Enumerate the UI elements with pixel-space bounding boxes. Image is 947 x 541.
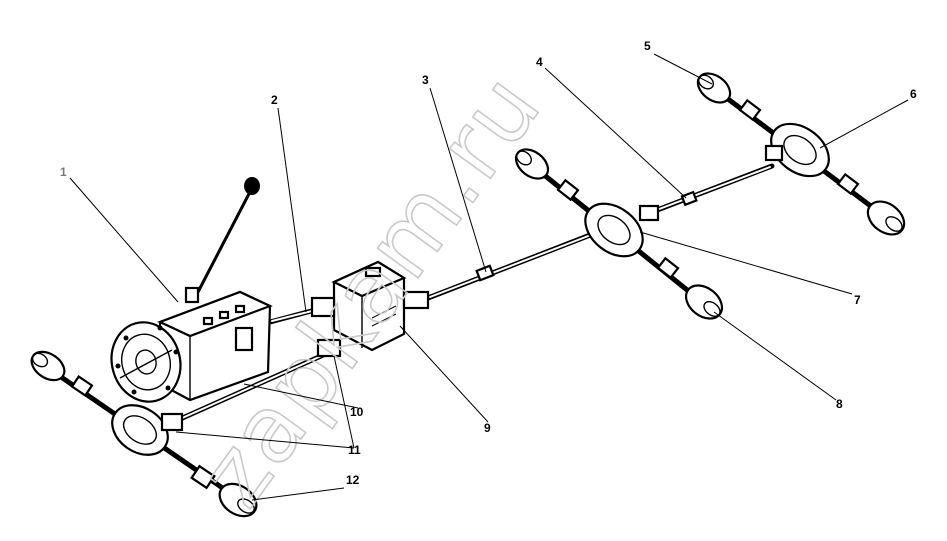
propeller-shaft-to-middle-axle (425, 229, 601, 301)
leader-line-2 (277, 107, 307, 313)
callout-4: 4 (536, 55, 543, 69)
callout-3: 3 (422, 73, 429, 87)
transfer-case (310, 260, 430, 358)
rear-drive-axle (696, 72, 906, 236)
leader-line-8 (713, 311, 837, 401)
leader-line-4 (544, 67, 687, 199)
leader-line-7 (639, 231, 853, 295)
callout-8: 8 (836, 397, 843, 411)
callout-10: 10 (350, 405, 364, 419)
callout-9: 9 (484, 421, 491, 435)
leader-line-1 (69, 177, 179, 303)
middle-drive-axle (514, 148, 724, 320)
front-drive-axle (30, 350, 258, 518)
leader-line-6 (819, 99, 909, 149)
callout-12: 12 (346, 473, 360, 487)
callout-lines (69, 53, 909, 501)
leader-line-12 (251, 487, 345, 501)
callout-5: 5 (644, 39, 651, 53)
callout-1: 1 (60, 165, 67, 179)
callout-2: 2 (271, 93, 278, 107)
leader-line-5 (653, 53, 713, 85)
callout-11: 11 (348, 443, 361, 457)
leader-line-11a (175, 431, 355, 449)
leader-line-3 (429, 87, 487, 273)
callout-6: 6 (910, 87, 917, 101)
propeller-shaft-middle-to-rear (649, 163, 775, 215)
gearbox (110, 177, 273, 403)
leader-line-9 (399, 325, 489, 423)
watermark-text: zapkam.ru (179, 54, 562, 525)
leader-line-10 (243, 383, 359, 409)
callout-7: 7 (854, 293, 861, 307)
leader-line-11b (333, 355, 355, 449)
callout-labels: 1 2 3 4 5 6 7 8 9 10 11 12 (60, 39, 917, 487)
